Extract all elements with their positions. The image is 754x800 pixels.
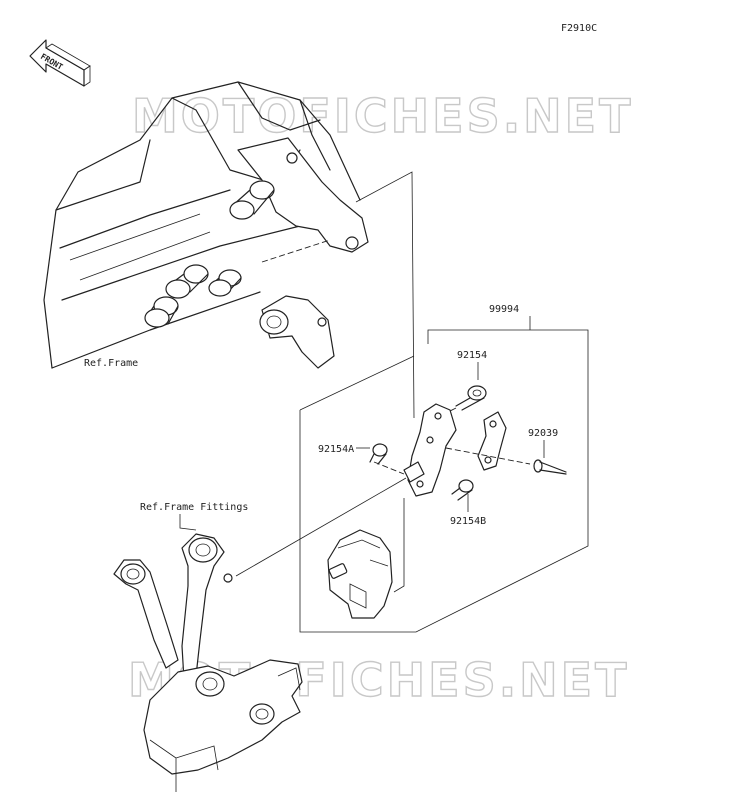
front-arrow-icon: FRONT xyxy=(29,39,91,87)
bracket-assembly xyxy=(403,403,531,497)
frame-drawing xyxy=(43,81,369,369)
figure-code: F2910C xyxy=(561,23,597,34)
leader-frame-2 xyxy=(299,355,415,411)
kit-part-label: 99994 xyxy=(489,304,519,315)
pin-92039-label: 92039 xyxy=(528,428,558,439)
bolt-92154B-label: 92154B xyxy=(450,516,486,527)
bolt-92154-label: 92154 xyxy=(457,350,487,361)
housing-part xyxy=(327,529,393,619)
pin-92039-icon xyxy=(533,459,567,475)
leader-frame xyxy=(355,171,415,419)
ref-frame-label: Ref.Frame xyxy=(84,358,138,369)
kit-outline xyxy=(299,316,589,633)
bolt-92154B-icon xyxy=(451,479,474,501)
bolt-92154A-icon xyxy=(369,443,405,475)
leader-fittings xyxy=(235,477,407,577)
ref-frame-fittings-label: Ref.Frame Fittings xyxy=(140,502,248,513)
bolt-92154A-label: 92154A xyxy=(318,444,354,455)
watermark-top: MOTOFICHES.NET xyxy=(132,89,633,143)
frame-fittings-drawing xyxy=(113,533,303,792)
